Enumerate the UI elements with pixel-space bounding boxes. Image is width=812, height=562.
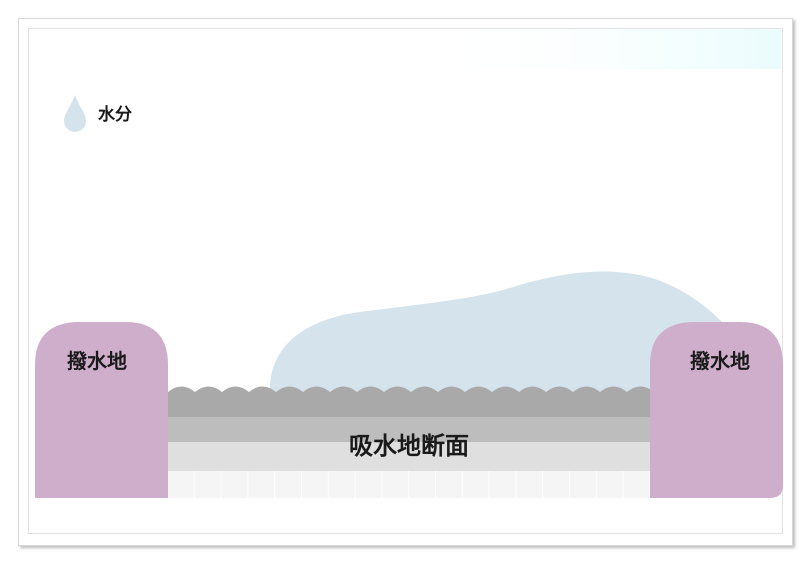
sky-tint: [420, 29, 781, 69]
diagram-inner-border: [28, 28, 783, 534]
water-drop-icon: [64, 95, 86, 132]
layer-light: [168, 440, 650, 472]
water-mass: [269, 271, 722, 394]
cross-section-label: 吸水地断面: [349, 432, 469, 460]
layer-mid: [168, 415, 650, 442]
left-area-label: 撥水地: [67, 349, 127, 373]
legend-label: 水分: [98, 104, 132, 125]
layer-dark-wavy: [168, 386, 654, 417]
left-repellent-area: [35, 322, 168, 498]
right-area-label: 撥水地: [690, 349, 750, 373]
right-repellent-area: [650, 322, 783, 498]
tile-row: [168, 471, 650, 498]
